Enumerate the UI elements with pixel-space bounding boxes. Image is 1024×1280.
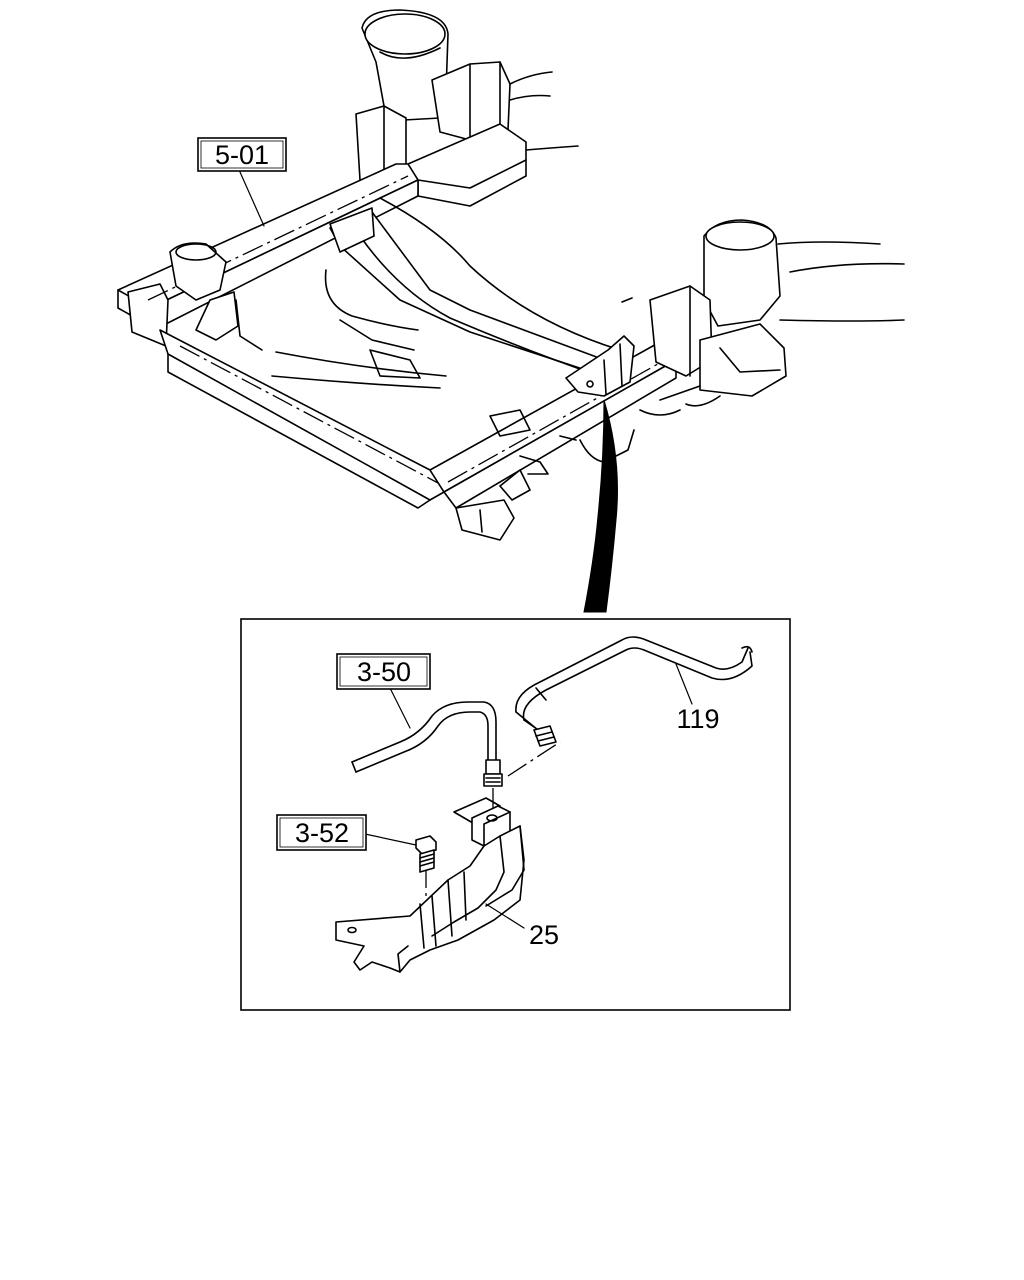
part-label-pipe: 119 — [676, 704, 719, 734]
part-label-25-group: 25 — [485, 903, 559, 950]
callout-3-52: 3-52 — [276, 814, 417, 851]
part-label-119-group: 119 — [675, 663, 720, 734]
zoom-arrow — [583, 399, 618, 613]
ref-label-frame: 5-01 — [215, 140, 269, 170]
chassis-frame-illustration — [117, 9, 905, 541]
callout-5-01: 5-01 — [197, 137, 287, 227]
part-label-bracket: 25 — [529, 920, 559, 950]
detail-view-illustration — [335, 636, 753, 973]
detail-view-frame — [240, 618, 791, 1011]
ref-label-bolt: 3-52 — [295, 818, 349, 848]
callout-3-50: 3-50 — [336, 653, 431, 729]
ref-label-pipe: 3-50 — [357, 657, 411, 687]
